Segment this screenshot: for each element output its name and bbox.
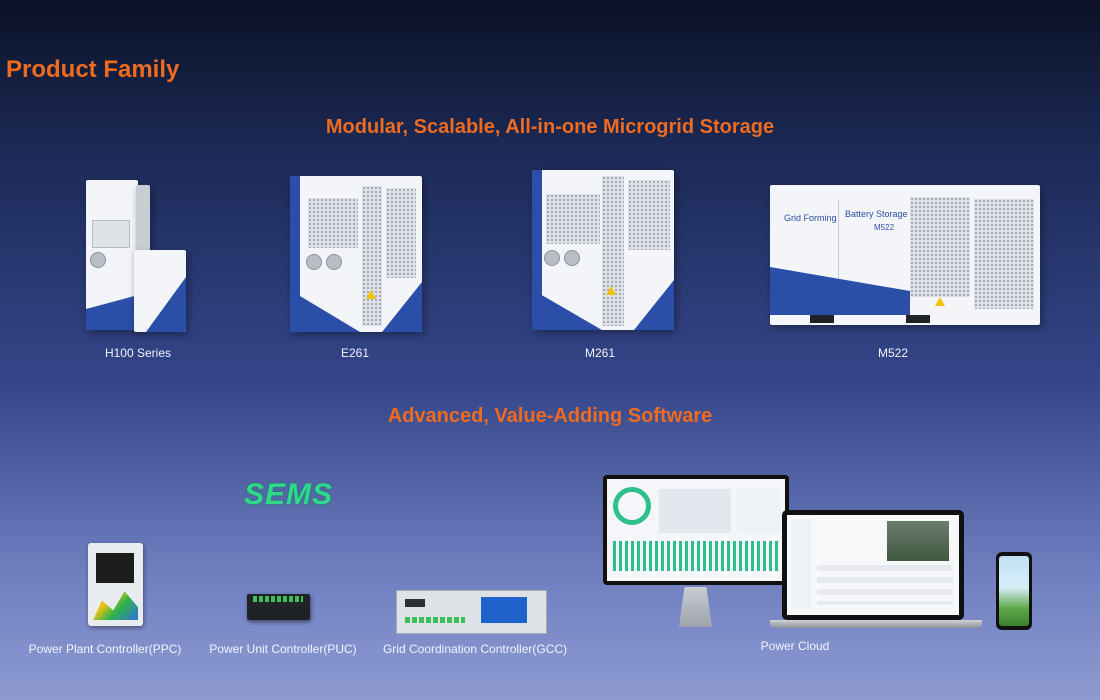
- gcc-caption: Grid Coordination Controller(GCC): [382, 642, 568, 656]
- h100-cabinet-image: [86, 180, 190, 335]
- laptop-base: [770, 620, 982, 628]
- m522-cabinet-image: Grid Forming Battery Storage M522: [770, 185, 1040, 325]
- desktop-monitor-image: [603, 475, 789, 585]
- m522-grid-forming-label: Grid Forming: [784, 213, 837, 223]
- product-name-h100: H100 Series: [104, 346, 172, 360]
- m522-battery-storage-label: Battery Storage: [845, 209, 908, 219]
- puc-caption: Power Unit Controller(PUC): [209, 642, 357, 656]
- power-cloud-caption: Power Cloud: [760, 639, 830, 653]
- product-name-m261: M261: [584, 346, 616, 360]
- m522-model-label: M522: [874, 223, 895, 232]
- puc-device-image: [247, 594, 310, 620]
- product-name-e261: E261: [340, 346, 370, 360]
- smartphone-image: [996, 552, 1032, 630]
- product-name-m522: M522: [877, 346, 909, 360]
- laptop-image: [782, 510, 964, 620]
- software-section-heading: Advanced, Value-Adding Software: [387, 405, 713, 427]
- m261-cabinet-image: [532, 170, 674, 330]
- gcc-device-image: [396, 590, 547, 634]
- ppc-caption: Power Plant Controller(PPC): [28, 642, 182, 656]
- monitor-stand: [679, 587, 712, 627]
- ppc-device-image: [88, 543, 143, 626]
- sems-logo: SEMS: [244, 478, 334, 511]
- hardware-section-heading: Modular, Scalable, All-in-one Microgrid …: [325, 116, 775, 138]
- page-title: Product Family: [6, 56, 180, 83]
- e261-cabinet-image: [290, 176, 422, 332]
